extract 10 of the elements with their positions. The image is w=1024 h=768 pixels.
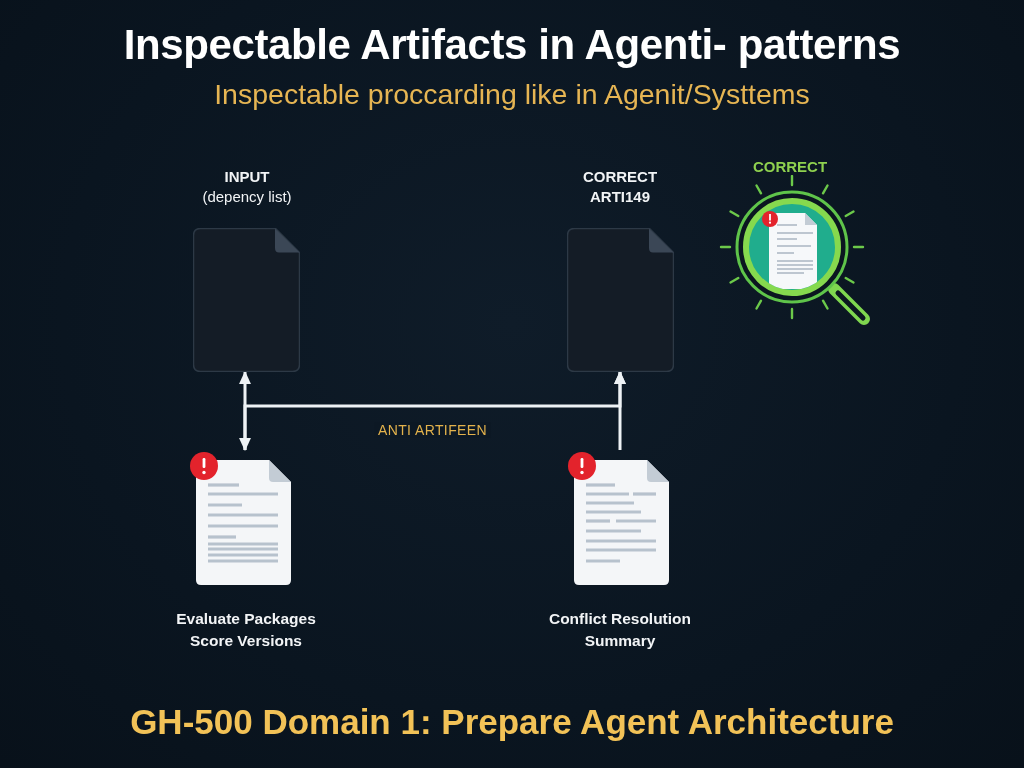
status-label: CORRECT	[752, 157, 828, 177]
title: Inspectable Artifacts in Agenti- patterns	[123, 20, 901, 70]
heading-label: INPUT	[224, 167, 270, 187]
document-caption: Evaluate Packages Score Versions	[175, 609, 317, 651]
subtitle: Inspectable proccarding like in Agenit/Systtems	[214, 78, 810, 111]
arrow	[243, 370, 626, 450]
heading-label: CORRECT ARTI149	[581, 167, 659, 207]
document-caption: Conflict Resolution Summary	[547, 609, 693, 651]
subheading-label: (depency list)	[202, 187, 292, 207]
footer-caption: GH-500 Domain 1: Prepare Agent Architecture	[130, 701, 894, 743]
